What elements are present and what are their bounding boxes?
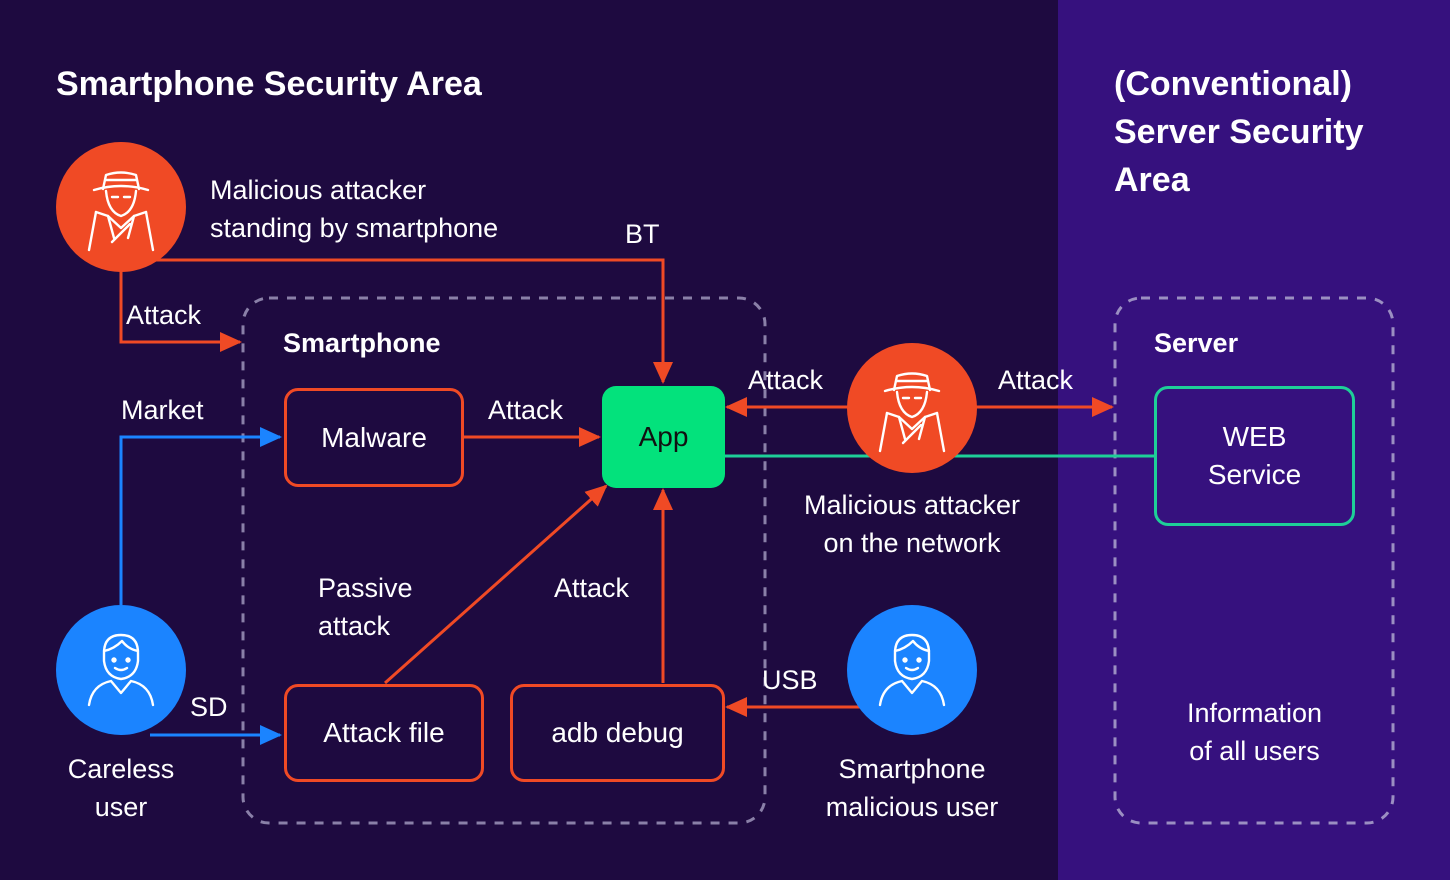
edge-label-malware-app: Attack	[488, 395, 564, 425]
spy-icon	[878, 372, 946, 453]
spy-icon	[87, 171, 155, 252]
malware-box: Malware	[284, 388, 464, 487]
edge-label-passive-attack: Passive attack	[318, 573, 413, 641]
app-box: App	[602, 386, 725, 488]
edge-label-network-app: Attack	[748, 365, 824, 395]
attacker-network-avatar	[847, 343, 977, 473]
attacker-nearby-avatar	[56, 142, 186, 272]
edge-market	[119, 427, 282, 605]
attacker-network-label: Malicious attacker on the network	[803, 490, 1021, 558]
edge-attack-smartphone	[119, 268, 242, 352]
user-icon	[87, 633, 155, 707]
attack-file-box: Attack file	[284, 684, 484, 782]
web-service-box: WEB Service	[1154, 386, 1355, 526]
edge-label-sd: SD	[190, 692, 228, 722]
careless-user-avatar	[56, 605, 186, 735]
edge-label-usb: USB	[762, 665, 818, 695]
server-info-label: Information of all users	[1186, 698, 1323, 766]
smartphone-area-title: Smartphone Security Area	[56, 65, 482, 103]
edge-attackfile-app	[384, 484, 608, 685]
server-group-border	[1113, 296, 1395, 825]
smartphone-group-border	[241, 296, 767, 825]
edge-label-network-server: Attack	[998, 365, 1074, 395]
server-area-title: (Conventional) Server Security Area	[1114, 65, 1364, 199]
server-group-title: Server	[1154, 328, 1239, 358]
attacker-nearby-label: Malicious attacker standing by smartphon…	[210, 175, 499, 243]
edge-label-bt: BT	[625, 219, 660, 249]
smartphone-group-title: Smartphone	[283, 328, 441, 358]
edge-label-attack-smartphone: Attack	[126, 300, 202, 330]
edge-label-market: Market	[121, 395, 204, 425]
user-icon	[878, 633, 946, 707]
server-security-area	[1058, 0, 1450, 880]
malicious-user-label: Smartphone malicious user	[825, 754, 999, 822]
adb-debug-box: adb debug	[510, 684, 725, 782]
careless-user-label: Careless user	[67, 754, 175, 822]
malicious-user-avatar	[847, 605, 977, 735]
edge-bt	[150, 258, 673, 384]
edge-label-adb-app: Attack	[554, 573, 630, 603]
